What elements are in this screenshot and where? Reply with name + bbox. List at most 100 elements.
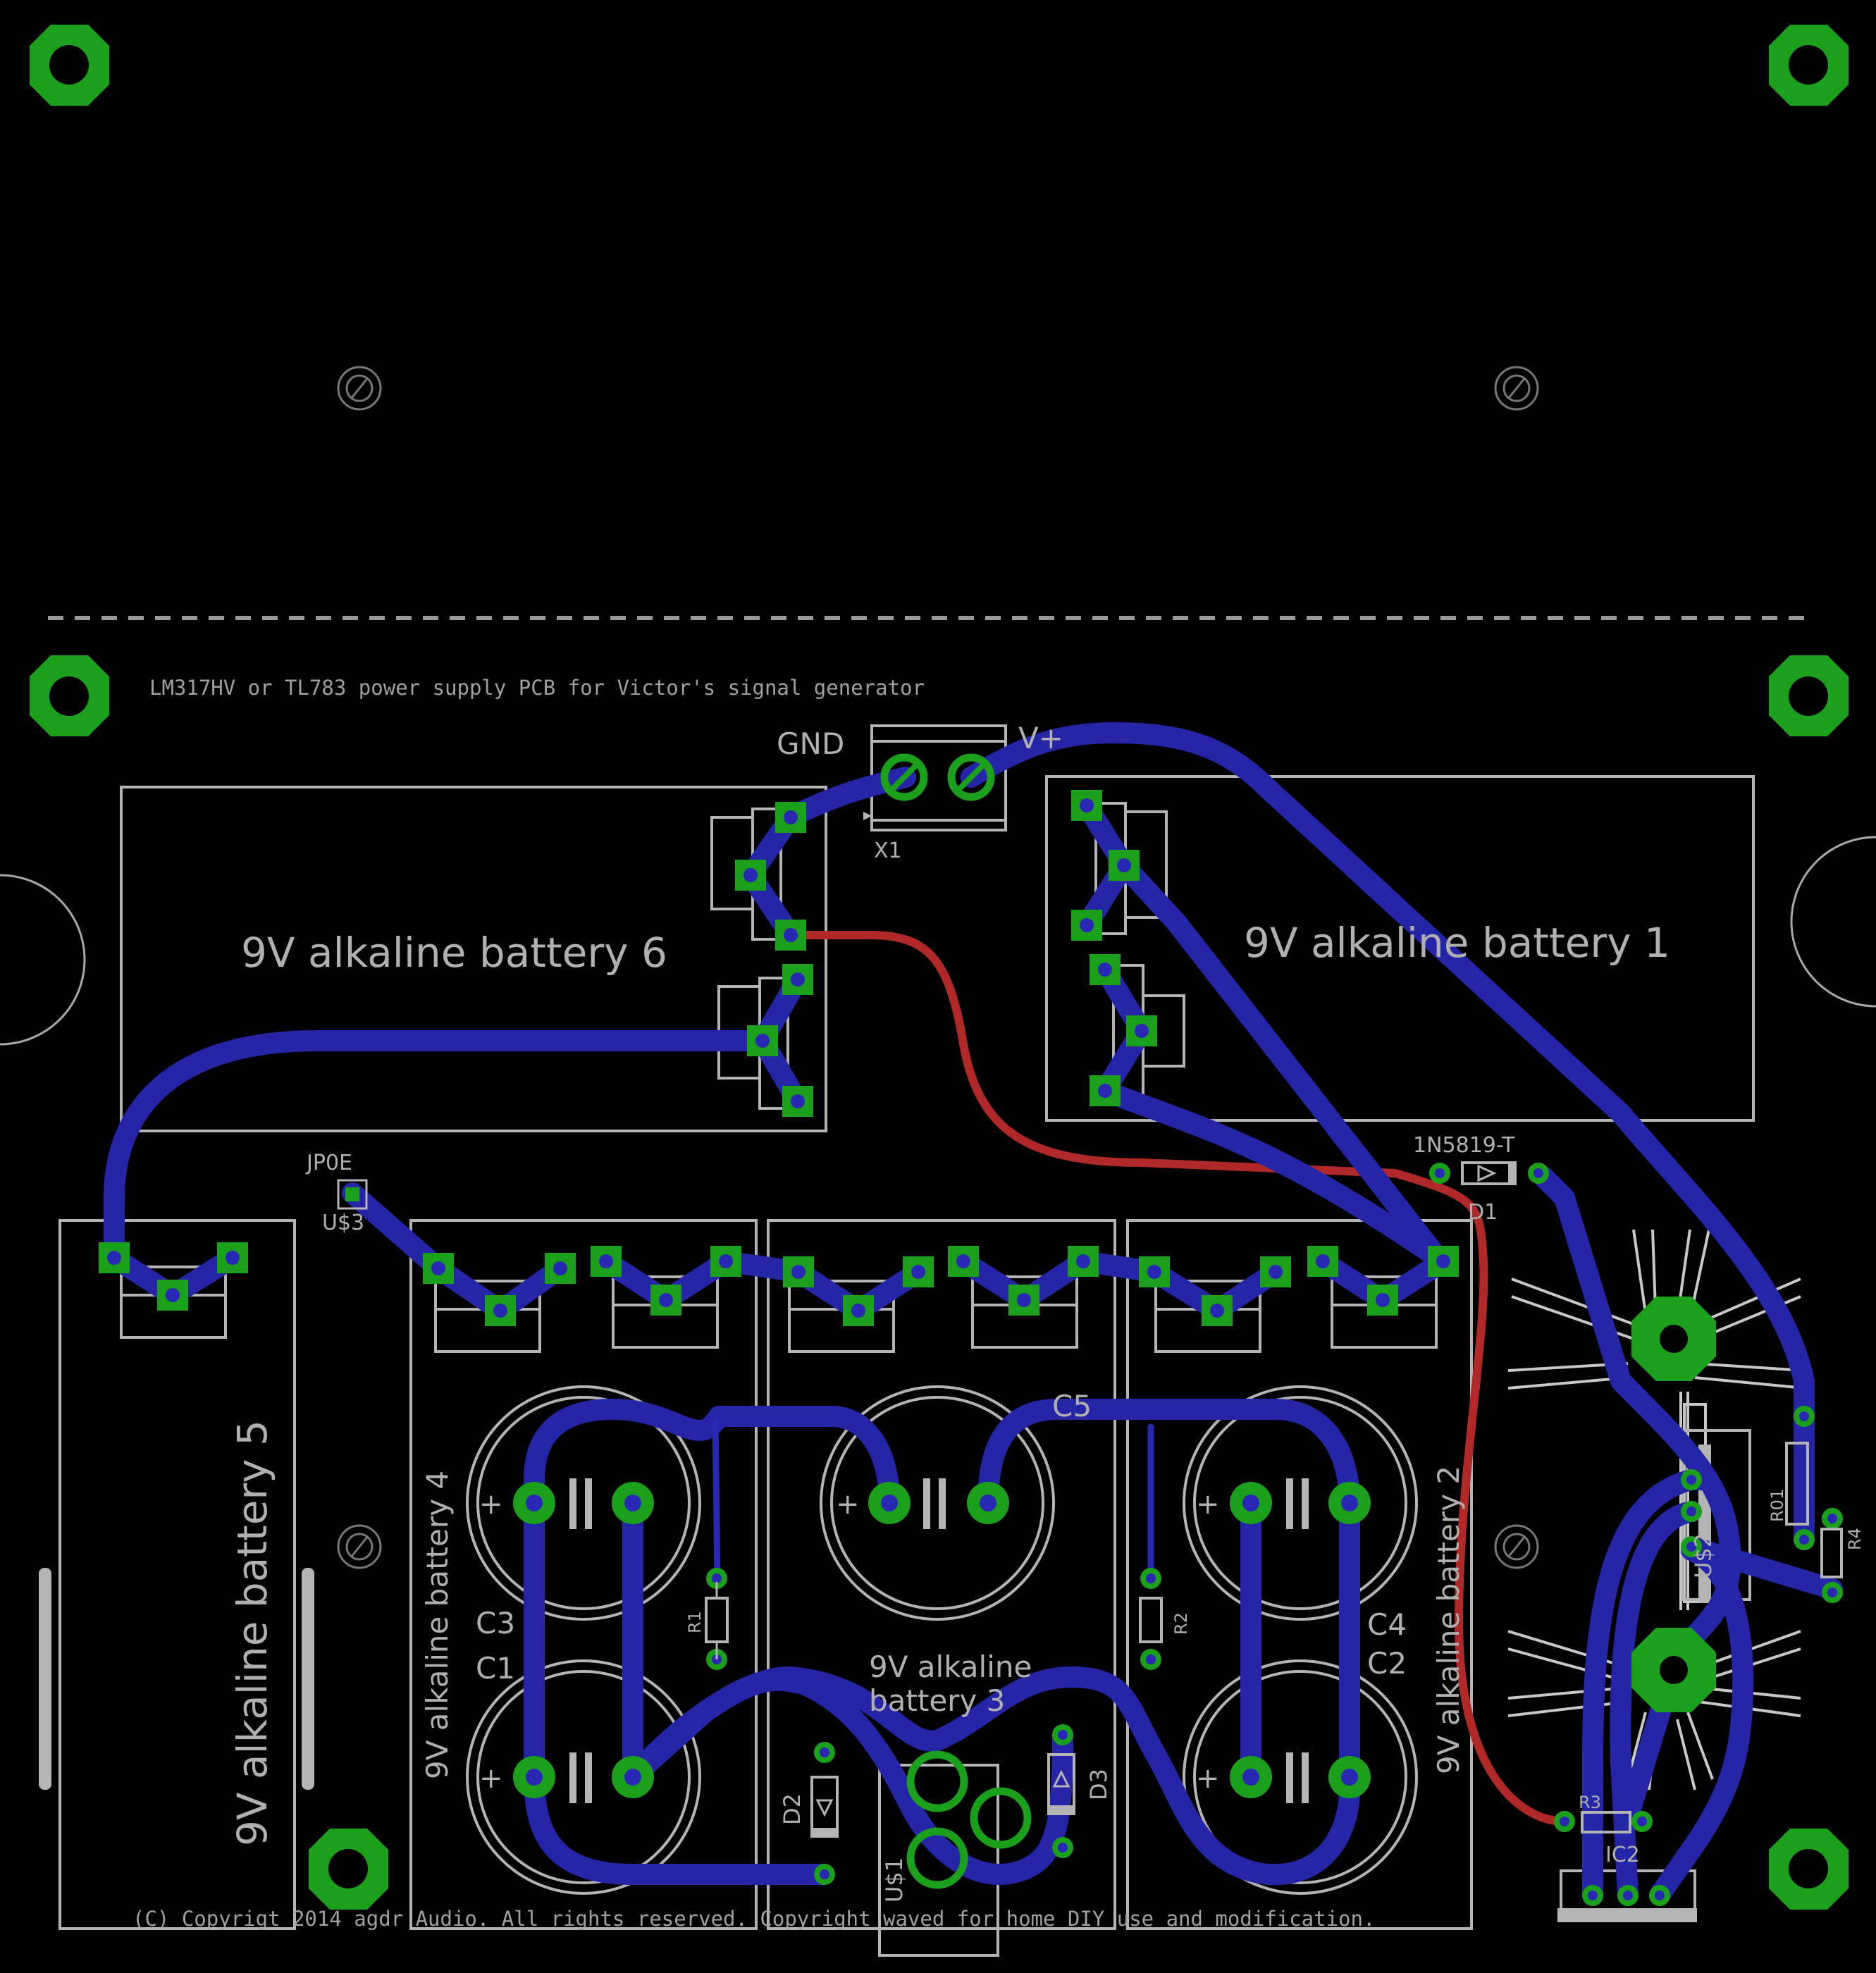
r3-body — [1581, 1811, 1631, 1833]
battery-4-label: 9V alkaline battery 4 — [420, 1471, 455, 1779]
pad-drill — [1242, 1769, 1259, 1786]
pad-drill — [1686, 1542, 1696, 1552]
pad-drill — [1098, 1084, 1112, 1098]
pad-drill — [1588, 1891, 1598, 1900]
pad-drill — [1210, 1304, 1224, 1318]
pad-drill — [820, 1869, 829, 1879]
pad-drill — [1686, 1507, 1696, 1516]
screw-mark-1 — [337, 366, 382, 411]
pad-drill — [599, 1254, 613, 1268]
r4-label: R4 — [1845, 1528, 1865, 1550]
us2-label: U$2 — [1690, 1533, 1717, 1578]
screw-mark-4 — [1494, 1524, 1539, 1569]
pad-drill — [1341, 1769, 1358, 1786]
pad-drill — [1058, 1843, 1068, 1853]
c2-label: C2 — [1367, 1646, 1407, 1681]
board-outline — [0, 616, 1876, 1046]
pad-drill — [1623, 1891, 1633, 1900]
mounting-holes — [30, 25, 1849, 1910]
jp0e-pad — [345, 1187, 359, 1201]
pad-drill — [1135, 1024, 1149, 1038]
r2-label: R2 — [1171, 1612, 1191, 1635]
us3-label: U$3 — [322, 1211, 364, 1235]
pad-drill — [1827, 1588, 1837, 1597]
c2-plus: + — [1196, 1762, 1220, 1795]
c4-label: C4 — [1367, 1607, 1407, 1642]
mount-hole-bottom-right — [1769, 1829, 1849, 1910]
mount-hole-top-right — [1769, 25, 1849, 106]
pad-drill — [1376, 1293, 1390, 1307]
pad-drill — [755, 1034, 770, 1048]
pad-drill — [553, 1261, 567, 1275]
pad-drill — [1686, 1475, 1696, 1485]
d1-body — [1461, 1161, 1517, 1185]
x1-label: X1 — [874, 839, 902, 863]
mount-hole-mid-left — [30, 655, 109, 736]
pad-drill — [1799, 1535, 1809, 1545]
pad-drill — [226, 1251, 240, 1265]
pad-drill — [743, 868, 758, 882]
d2-body — [810, 1776, 839, 1838]
jp0e-pad-outline — [337, 1179, 368, 1210]
r01-body — [1785, 1442, 1809, 1526]
battery-4-outline — [409, 1219, 758, 1930]
board-title: LM317HV or TL783 power supply PCB for Vi… — [149, 676, 925, 700]
pad-drill — [1316, 1254, 1330, 1268]
pad-drill — [1269, 1265, 1283, 1279]
vplus-label: V+ — [1018, 721, 1063, 755]
pad-drill — [911, 1265, 925, 1279]
pad-drill — [1533, 1168, 1543, 1178]
terminal-screw — [947, 753, 995, 801]
pad-drill — [1117, 858, 1131, 872]
c3-plus: + — [479, 1488, 503, 1521]
pad-drill — [493, 1304, 507, 1318]
pads — [99, 753, 1843, 1906]
pad-drill — [1058, 1730, 1068, 1740]
pad-drill — [1146, 1655, 1156, 1664]
r1 — [705, 1582, 729, 1659]
pad-drill — [1098, 963, 1112, 977]
terminal-screw — [880, 753, 928, 801]
pad-drill — [1147, 1265, 1161, 1279]
r2 — [1139, 1597, 1163, 1643]
pad-drill — [431, 1261, 445, 1275]
c5-label: C5 — [1052, 1389, 1092, 1423]
pad-drill — [1242, 1495, 1259, 1511]
screw-mark-2 — [1494, 366, 1539, 411]
c1-plus: + — [479, 1762, 503, 1795]
jumper-bars — [39, 1568, 314, 1790]
d1-label: D1 — [1468, 1200, 1498, 1225]
pad-drill — [1655, 1891, 1665, 1900]
pad-drill — [791, 1094, 805, 1108]
capacitor-polarity-marks: + + + + + — [479, 1488, 1220, 1795]
pad-drill — [1435, 1168, 1445, 1178]
us1-outline — [878, 1764, 999, 1957]
pad-drill — [166, 1288, 180, 1302]
c4-plus: + — [1196, 1488, 1220, 1521]
pad-drill — [624, 1495, 641, 1511]
pad-drill — [107, 1251, 121, 1265]
pad-drill — [1017, 1293, 1031, 1307]
copyright-text: (C) Copyrigt 2014 agdr Audio. All rights… — [132, 1907, 1375, 1931]
battery-1-outline — [1045, 775, 1755, 1122]
pad-drill — [1827, 1514, 1837, 1523]
pad-drill — [784, 810, 798, 824]
d2-label: D2 — [779, 1793, 806, 1825]
battery-3-label-line1: 9V alkaline — [869, 1650, 1032, 1684]
battery-5-label: 9V alkaline battery 5 — [228, 1420, 276, 1846]
pad-drill — [851, 1304, 865, 1318]
copper-bottom-traces — [786, 931, 1569, 1826]
pad-drill — [1146, 1573, 1156, 1583]
screw-marks — [337, 366, 1539, 1569]
pad-drill — [1341, 1495, 1358, 1511]
battery-3-outline — [767, 1219, 1116, 1930]
terminal-slot — [956, 762, 986, 792]
ic2-label: IC2 — [1605, 1843, 1640, 1867]
pad-drill — [1799, 1411, 1809, 1421]
pad-drill — [956, 1254, 970, 1268]
pad-drill — [624, 1769, 641, 1786]
terminal-slot — [889, 762, 919, 792]
battery-2-label: 9V alkaline battery 2 — [1431, 1466, 1466, 1774]
battery-3-label-line2: battery 3 — [869, 1683, 1005, 1718]
